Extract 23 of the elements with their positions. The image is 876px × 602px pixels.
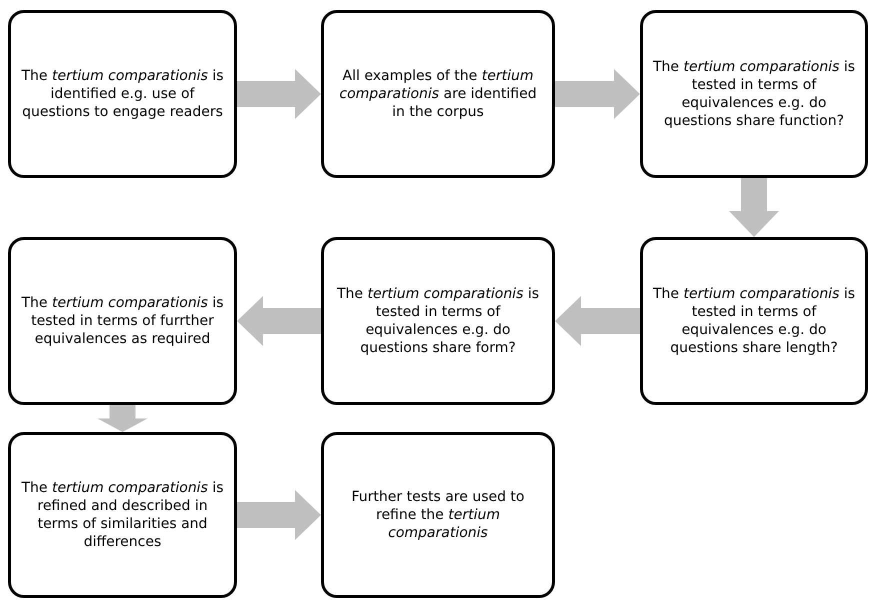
process-box	[8, 10, 237, 178]
box-text: Further tests are used to refine the tertium comparationis	[350, 488, 526, 542]
block-arrow	[555, 69, 640, 119]
process-box	[640, 10, 868, 178]
process-box	[321, 10, 555, 178]
box-text: The tertium comparationis is tested in terms of equivalences e.g. do questions share length?	[652, 284, 856, 358]
process-box	[8, 432, 237, 598]
process-box	[321, 237, 555, 405]
process-box	[8, 237, 237, 405]
block-arrow	[237, 490, 321, 540]
process-box	[640, 237, 868, 405]
block-arrow	[729, 178, 779, 237]
block-arrow	[555, 296, 640, 346]
box-text: The tertium comparationis is tested in terms of equivalences e.g. do questions share form?	[336, 284, 540, 358]
box-text: The tertium comparationis is identified e.g. use of questions to engage readers	[20, 66, 225, 122]
block-arrow	[237, 296, 321, 346]
box-text: All examples of the tertium comparationis are identified in the corpus	[338, 66, 538, 122]
process-box	[321, 432, 555, 598]
box-text: The tertium comparationis is tested in terms of furrther equivalences as required	[20, 294, 225, 348]
block-arrow	[98, 405, 148, 432]
block-arrow	[237, 69, 321, 119]
box-text: The tertium comparationis is tested in terms of equivalences e.g. do questions share function?	[652, 58, 856, 130]
box-text: The tertium comparationis is refined and described in terms of similarities and differences	[20, 478, 225, 552]
